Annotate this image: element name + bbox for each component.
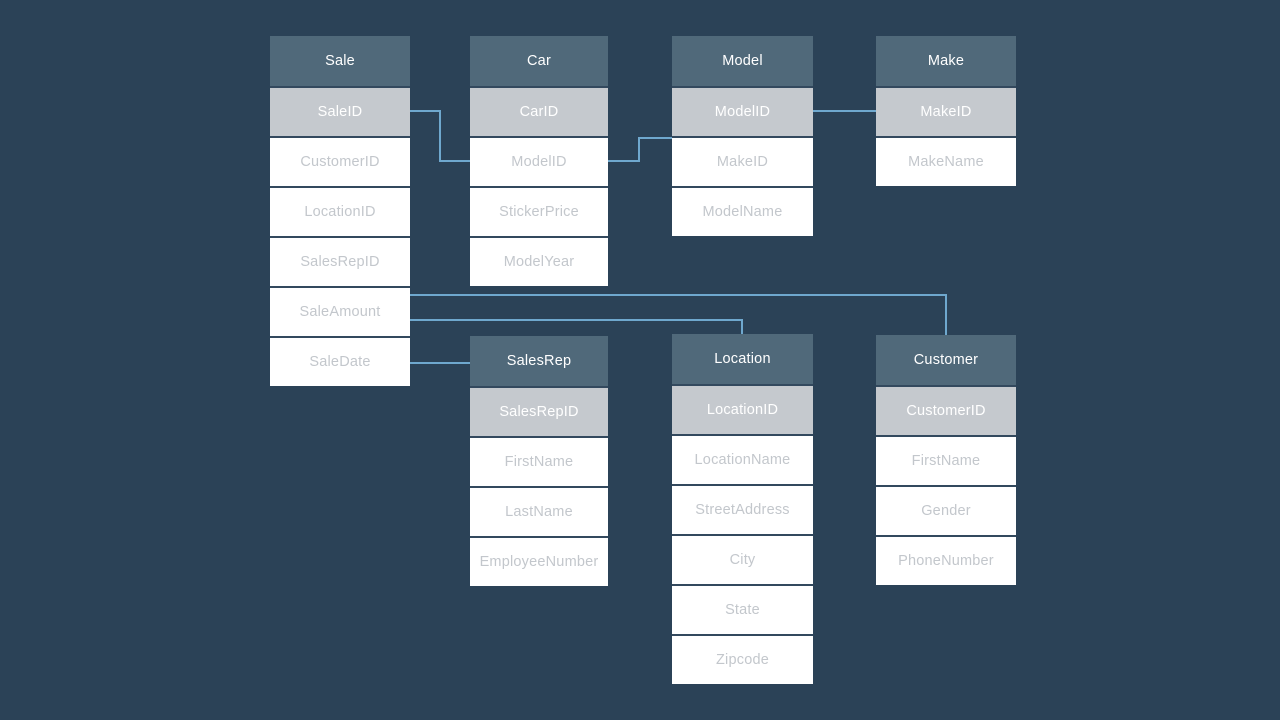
entity-title-car: Car [470,36,608,86]
primary-key-field-car-carid[interactable]: CarID [470,86,608,136]
primary-key-field-salesrep-salesrepid[interactable]: SalesRepID [470,386,608,436]
field-customer-gender[interactable]: Gender [876,485,1016,535]
entity-title-make: Make [876,36,1016,86]
field-sale-locationid[interactable]: LocationID [270,186,410,236]
relationship-line-car-model [604,137,676,162]
field-salesrep-firstname[interactable]: FirstName [470,436,608,486]
primary-key-field-sale-saleid[interactable]: SaleID [270,86,410,136]
field-customer-phonenumber[interactable]: PhoneNumber [876,535,1016,585]
entity-title-customer: Customer [876,335,1016,385]
field-location-locationname[interactable]: LocationName [672,434,813,484]
field-make-makename[interactable]: MakeName [876,136,1016,186]
field-sale-saledate[interactable]: SaleDate [270,336,410,386]
field-salesrep-employeenumber[interactable]: EmployeeNumber [470,536,608,586]
field-sale-salesrepid[interactable]: SalesRepID [270,236,410,286]
entity-title-model: Model [672,36,813,86]
primary-key-field-location-locationid[interactable]: LocationID [672,384,813,434]
field-sale-customerid[interactable]: CustomerID [270,136,410,186]
primary-key-field-customer-customerid[interactable]: CustomerID [876,385,1016,435]
relationship-line-sale-car [404,110,472,162]
field-location-streetaddress[interactable]: StreetAddress [672,484,813,534]
field-car-stickerprice[interactable]: StickerPrice [470,186,608,236]
field-location-city[interactable]: City [672,534,813,584]
field-sale-saleamount[interactable]: SaleAmount [270,286,410,336]
primary-key-field-make-makeid[interactable]: MakeID [876,86,1016,136]
field-location-zipcode[interactable]: Zipcode [672,634,813,684]
field-model-makeid[interactable]: MakeID [672,136,813,186]
field-model-modelname[interactable]: ModelName [672,186,813,236]
relationship-line-sale-customer [408,294,947,338]
entity-title-sale: Sale [270,36,410,86]
field-car-modelid[interactable]: ModelID [470,136,608,186]
primary-key-field-model-modelid[interactable]: ModelID [672,86,813,136]
field-car-modelyear[interactable]: ModelYear [470,236,608,286]
field-customer-firstname[interactable]: FirstName [876,435,1016,485]
field-salesrep-lastname[interactable]: LastName [470,486,608,536]
entity-title-location: Location [672,334,813,384]
field-location-state[interactable]: State [672,584,813,634]
entity-title-salesrep: SalesRep [470,336,608,386]
